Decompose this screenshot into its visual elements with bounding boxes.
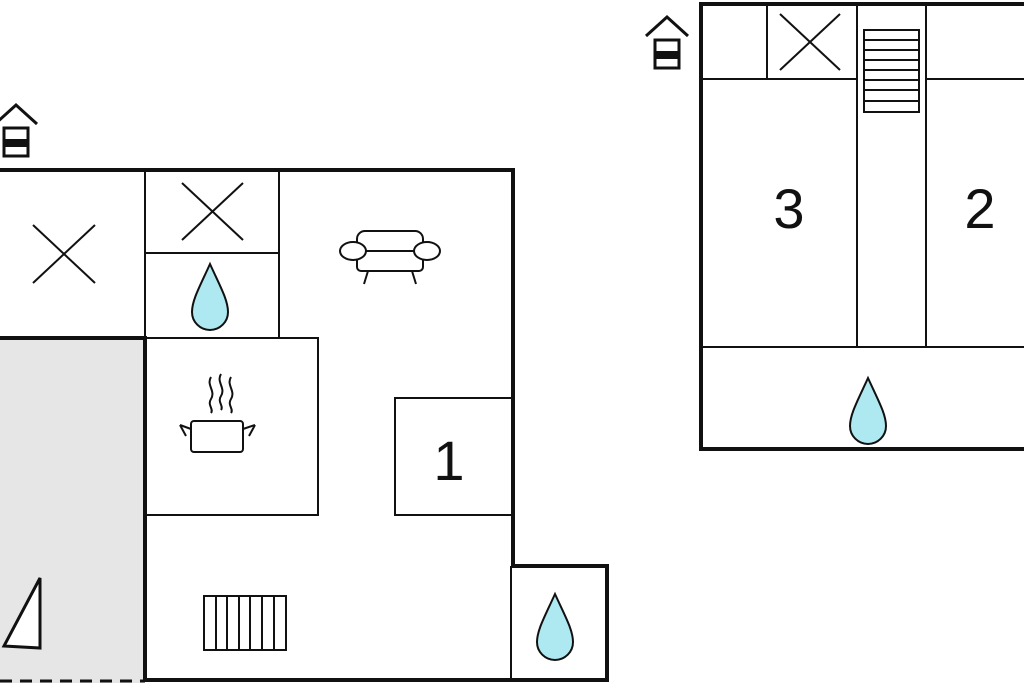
water-drop-icon [849, 377, 887, 445]
upper-floor: 3 2 [644, 2, 1024, 451]
sofa-icon [339, 230, 441, 285]
terrace-icon [1, 577, 42, 650]
upper-inner-walls [701, 4, 1024, 348]
cross-icon [181, 182, 244, 241]
radiator-icon [203, 595, 287, 651]
ground-floor: 1 [0, 103, 609, 683]
cooking-pot-icon [179, 373, 256, 453]
water-drop-icon [536, 593, 574, 661]
floor-level-upper-icon [644, 15, 690, 70]
upper-outer-walls [699, 2, 1024, 451]
room-label-3: 3 [773, 177, 804, 240]
room-label-1: 1 [433, 429, 464, 492]
room-label-2: 2 [964, 177, 995, 240]
cross-icon [779, 13, 841, 71]
ground-inner-walls [144, 170, 514, 680]
stairs-icon [863, 29, 920, 113]
water-drop-icon [191, 263, 229, 331]
floor-level-ground-icon [0, 103, 39, 158]
cross-icon [32, 224, 96, 284]
